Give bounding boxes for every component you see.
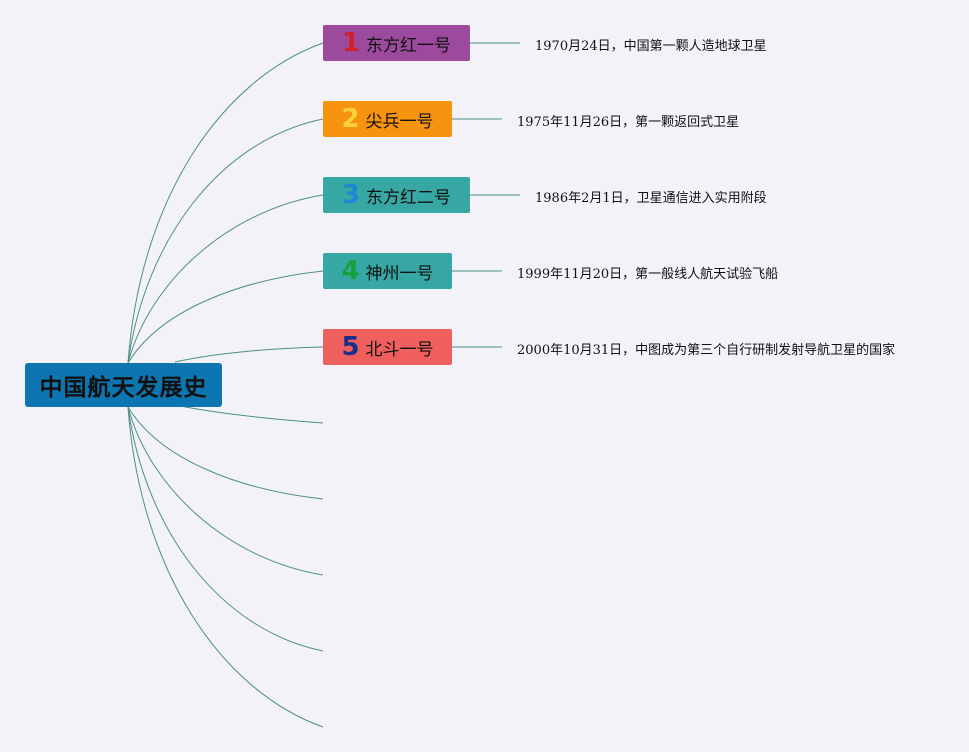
branch-connector-6 [174,404,324,424]
branch-note-5: 2000年10月31日，中图成为第三个自行研制发射导航卫星的国家 [517,343,896,358]
branch-note-4: 1999年11月20日，第一般线人航天试验飞船 [517,267,779,282]
branch-connector-7 [127,406,324,500]
branch-connector-8 [127,406,324,576]
branch-connector-2 [127,118,324,364]
branch-label-2: 尖兵一号 [365,111,434,132]
branch-note-3: 1986年2月1日，卫星通信进入实用附段 [535,191,767,206]
root-title: 中国航天发展史 [39,375,208,401]
branch-node-1[interactable]: 1 东方红一号 [323,25,470,61]
branch-connector-5 [174,346,324,363]
branch-connector-10 [127,406,324,728]
branch-label-5: 北斗一号 [365,339,434,360]
branch-connector-4 [127,270,324,364]
number-badge-1: 1 [341,28,361,58]
branch-connector-3 [127,194,324,364]
number-badge-2: 2 [341,104,360,134]
branch-node-5[interactable]: 5 北斗一号 [323,329,452,365]
branch-connector-9 [127,406,324,652]
branch-label-3: 东方红二号 [366,187,452,208]
branch-note-1: 1970月24日，中国第一颗人造地球卫星 [535,39,767,54]
branch-node-2[interactable]: 2 尖兵一号 [323,101,452,137]
number-badge-5: 5 [341,332,360,362]
root-topic[interactable]: 中国航天发展史 [25,363,222,407]
number-badge-4: 4 [341,256,360,286]
branch-connector-1 [127,42,324,364]
branch-node-4[interactable]: 4 神州一号 [323,253,452,289]
number-badge-3: 3 [341,180,361,210]
branch-label-1: 东方红一号 [366,35,452,56]
branch-node-3[interactable]: 3 东方红二号 [323,177,470,213]
branch-note-2: 1975年11月26日，第一颗返回式卫星 [517,115,740,130]
branch-label-4: 神州一号 [365,263,434,284]
